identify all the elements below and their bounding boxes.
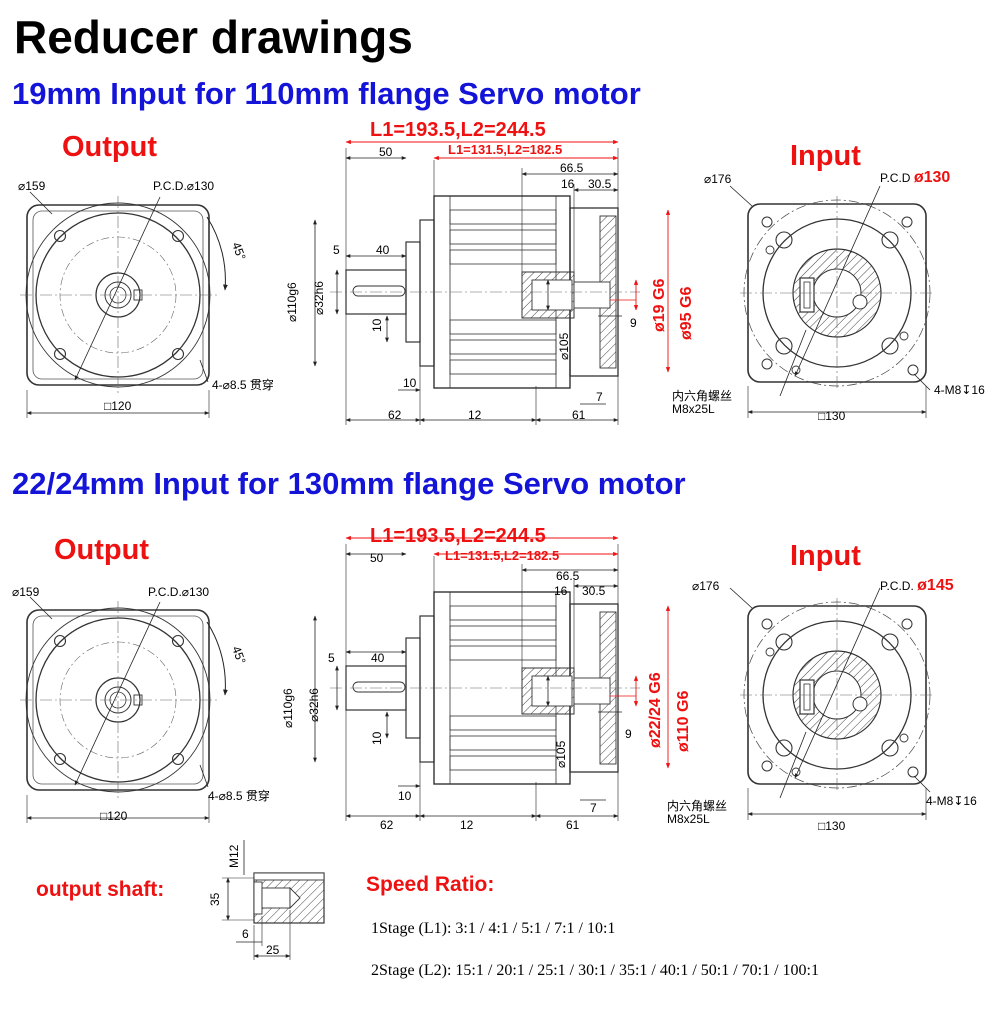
svg-text:P.C.D.⌀130: P.C.D.⌀130: [153, 179, 214, 193]
output-label-1: Output: [62, 131, 158, 163]
svg-text:⌀110g6: ⌀110g6: [281, 688, 295, 728]
svg-text:⌀105: ⌀105: [557, 332, 571, 360]
svg-text:内六角螺丝: 内六角螺丝: [672, 389, 732, 403]
page-title: Reducer drawings: [14, 11, 413, 63]
svg-text:P.C.D. ø145: P.C.D. ø145: [880, 577, 954, 594]
svg-text:35: 35: [208, 892, 222, 906]
svg-text:61: 61: [566, 818, 580, 832]
svg-text:45°: 45°: [229, 644, 248, 666]
svg-text:30.5: 30.5: [582, 584, 606, 598]
svg-text:ø22/24 G6: ø22/24 G6: [647, 672, 664, 748]
svg-text:62: 62: [388, 408, 402, 422]
speed-ratio-stage2: 2Stage (L2): 15:1 / 20:1 / 25:1 / 30:1 /…: [371, 962, 819, 979]
svg-text:⌀32h6: ⌀32h6: [312, 281, 326, 315]
svg-text:25: 25: [266, 943, 280, 957]
output-front-view-1: [20, 192, 225, 418]
side-view-2: [315, 538, 668, 821]
svg-text:16: 16: [561, 177, 575, 191]
svg-text:6: 6: [242, 927, 249, 941]
svg-text:10: 10: [398, 789, 412, 803]
svg-text:66.5: 66.5: [560, 161, 584, 175]
svg-text:L1=193.5,L2=244.5: L1=193.5,L2=244.5: [370, 119, 546, 141]
svg-text:⌀110g6: ⌀110g6: [285, 282, 299, 322]
side-view-1: [315, 142, 668, 425]
svg-text:50: 50: [379, 145, 393, 159]
speed-ratio-stage1: 1Stage (L1): 3:1 / 4:1 / 5:1 / 7:1 / 10:…: [371, 920, 616, 937]
svg-text:L1=193.5,L2=244.5: L1=193.5,L2=244.5: [370, 525, 546, 547]
output-shaft-label: output shaft:: [36, 878, 165, 901]
svg-text:9: 9: [630, 316, 637, 330]
svg-text:5: 5: [333, 243, 340, 257]
svg-text:ø110 G6: ø110 G6: [675, 691, 692, 752]
svg-text:50: 50: [370, 551, 384, 565]
svg-text:□120: □120: [104, 399, 132, 413]
input-label-1: Input: [790, 140, 861, 172]
svg-text:P.C.D.⌀130: P.C.D.⌀130: [148, 585, 209, 599]
svg-text:5: 5: [328, 651, 335, 665]
svg-text:⌀159: ⌀159: [18, 179, 46, 193]
input-front-view-1: [730, 186, 934, 418]
output-shaft-drawing: [222, 840, 325, 960]
svg-text:4-M8↧16: 4-M8↧16: [934, 383, 985, 397]
svg-text:L1=131.5,L2=182.5: L1=131.5,L2=182.5: [445, 548, 559, 563]
svg-text:40: 40: [376, 243, 390, 257]
svg-text:M8x25L: M8x25L: [672, 402, 715, 416]
svg-text:M12: M12: [227, 844, 241, 868]
svg-text:10: 10: [370, 318, 384, 332]
section-heading-130mm: 22/24mm Input for 130mm flange Servo mot…: [12, 466, 686, 501]
svg-text:ø19 G6: ø19 G6: [651, 279, 668, 332]
svg-text:7: 7: [590, 801, 597, 815]
svg-text:10: 10: [403, 376, 417, 390]
svg-text:内六角螺丝: 内六角螺丝: [667, 799, 727, 813]
svg-text:L1=131.5,L2=182.5: L1=131.5,L2=182.5: [448, 142, 562, 157]
svg-text:□130: □130: [818, 409, 846, 423]
speed-ratio-heading: Speed Ratio:: [366, 873, 495, 896]
output-front-view-2: [20, 597, 225, 823]
svg-text:P.C.D ø130: P.C.D ø130: [880, 169, 950, 186]
svg-text:□130: □130: [818, 819, 846, 833]
dimension-labels-2: L1=193.5,L2=244.5 L1=131.5,L2=182.5 50 6…: [12, 525, 977, 833]
svg-text:⌀176: ⌀176: [704, 172, 732, 186]
svg-text:12: 12: [460, 818, 474, 832]
svg-text:9: 9: [625, 727, 632, 741]
dimension-labels-1: L1=193.5,L2=244.5 L1=131.5,L2=182.5 50 6…: [18, 119, 985, 423]
svg-text:4-⌀8.5 贯穿: 4-⌀8.5 贯穿: [212, 377, 274, 392]
svg-text:4-M8↧16: 4-M8↧16: [926, 794, 977, 808]
svg-text:16: 16: [554, 584, 568, 598]
svg-text:7: 7: [596, 390, 603, 404]
svg-text:□120: □120: [100, 809, 128, 823]
svg-text:40: 40: [371, 651, 385, 665]
svg-text:30.5: 30.5: [588, 177, 612, 191]
svg-text:4-⌀8.5 贯穿: 4-⌀8.5 贯穿: [208, 788, 270, 803]
svg-text:M8x25L: M8x25L: [667, 812, 710, 826]
output-label-2: Output: [54, 534, 150, 566]
svg-text:⌀176: ⌀176: [692, 579, 720, 593]
svg-text:45°: 45°: [229, 240, 248, 262]
output-shaft-labels: M12 35 6 25: [208, 844, 280, 957]
svg-text:⌀32h6: ⌀32h6: [307, 688, 321, 722]
svg-text:10: 10: [370, 731, 384, 745]
input-label-2: Input: [790, 540, 861, 572]
svg-text:⌀105: ⌀105: [554, 740, 568, 768]
svg-text:61: 61: [572, 408, 586, 422]
section-heading-110mm: 19mm Input for 110mm flange Servo motor: [12, 76, 641, 111]
svg-text:ø95 G6: ø95 G6: [678, 287, 695, 340]
svg-text:12: 12: [468, 408, 482, 422]
svg-text:⌀159: ⌀159: [12, 585, 40, 599]
input-front-view-2: [730, 588, 934, 820]
svg-text:66.5: 66.5: [556, 569, 580, 583]
svg-text:62: 62: [380, 818, 394, 832]
